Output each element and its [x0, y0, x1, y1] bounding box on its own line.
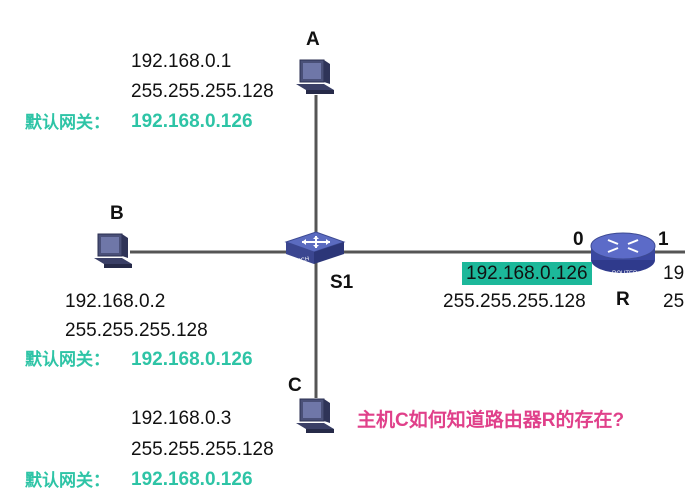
node-label-r: R	[616, 289, 630, 310]
host-a-gateway-label: 默认网关：	[25, 113, 110, 132]
host-a-ip: 192.168.0.1	[131, 51, 232, 72]
router-port-0: 0	[573, 229, 584, 250]
node-label-s1: S1	[330, 272, 354, 293]
host-b-gateway-value: 192.168.0.126	[131, 349, 253, 370]
router-badge: ROUTER	[612, 271, 638, 277]
question-text: 主机C如何知道路由器R的存在?	[357, 410, 625, 431]
router-right-mask-partial: 25	[663, 291, 685, 312]
pc-c-icon[interactable]	[290, 397, 338, 441]
router-icon[interactable]	[588, 228, 658, 278]
pc-a-icon[interactable]	[290, 58, 338, 102]
router-interface-mask: 255.255.255.128	[443, 291, 586, 312]
node-label-b: B	[110, 203, 124, 224]
host-b-mask: 255.255.255.128	[65, 320, 208, 341]
node-label-a: A	[306, 29, 320, 50]
router-right-ip-partial: 19	[663, 263, 685, 284]
host-c-mask: 255.255.255.128	[131, 439, 274, 460]
host-c-gateway-label: 默认网关：	[25, 471, 110, 490]
switch-icon[interactable]	[282, 228, 348, 270]
router-interface-ip: 192.168.0.126	[462, 262, 592, 285]
pc-b-icon[interactable]	[88, 232, 136, 276]
host-c-ip: 192.168.0.3	[131, 408, 232, 429]
host-b-ip: 192.168.0.2	[65, 291, 166, 312]
router-port-1: 1	[658, 229, 669, 250]
host-c-gateway-value: 192.168.0.126	[131, 469, 253, 490]
host-a-gateway-value: 192.168.0.126	[131, 111, 253, 132]
host-a-mask: 255.255.255.128	[131, 81, 274, 102]
node-label-c: C	[288, 375, 302, 396]
host-b-gateway-label: 默认网关：	[25, 350, 110, 369]
